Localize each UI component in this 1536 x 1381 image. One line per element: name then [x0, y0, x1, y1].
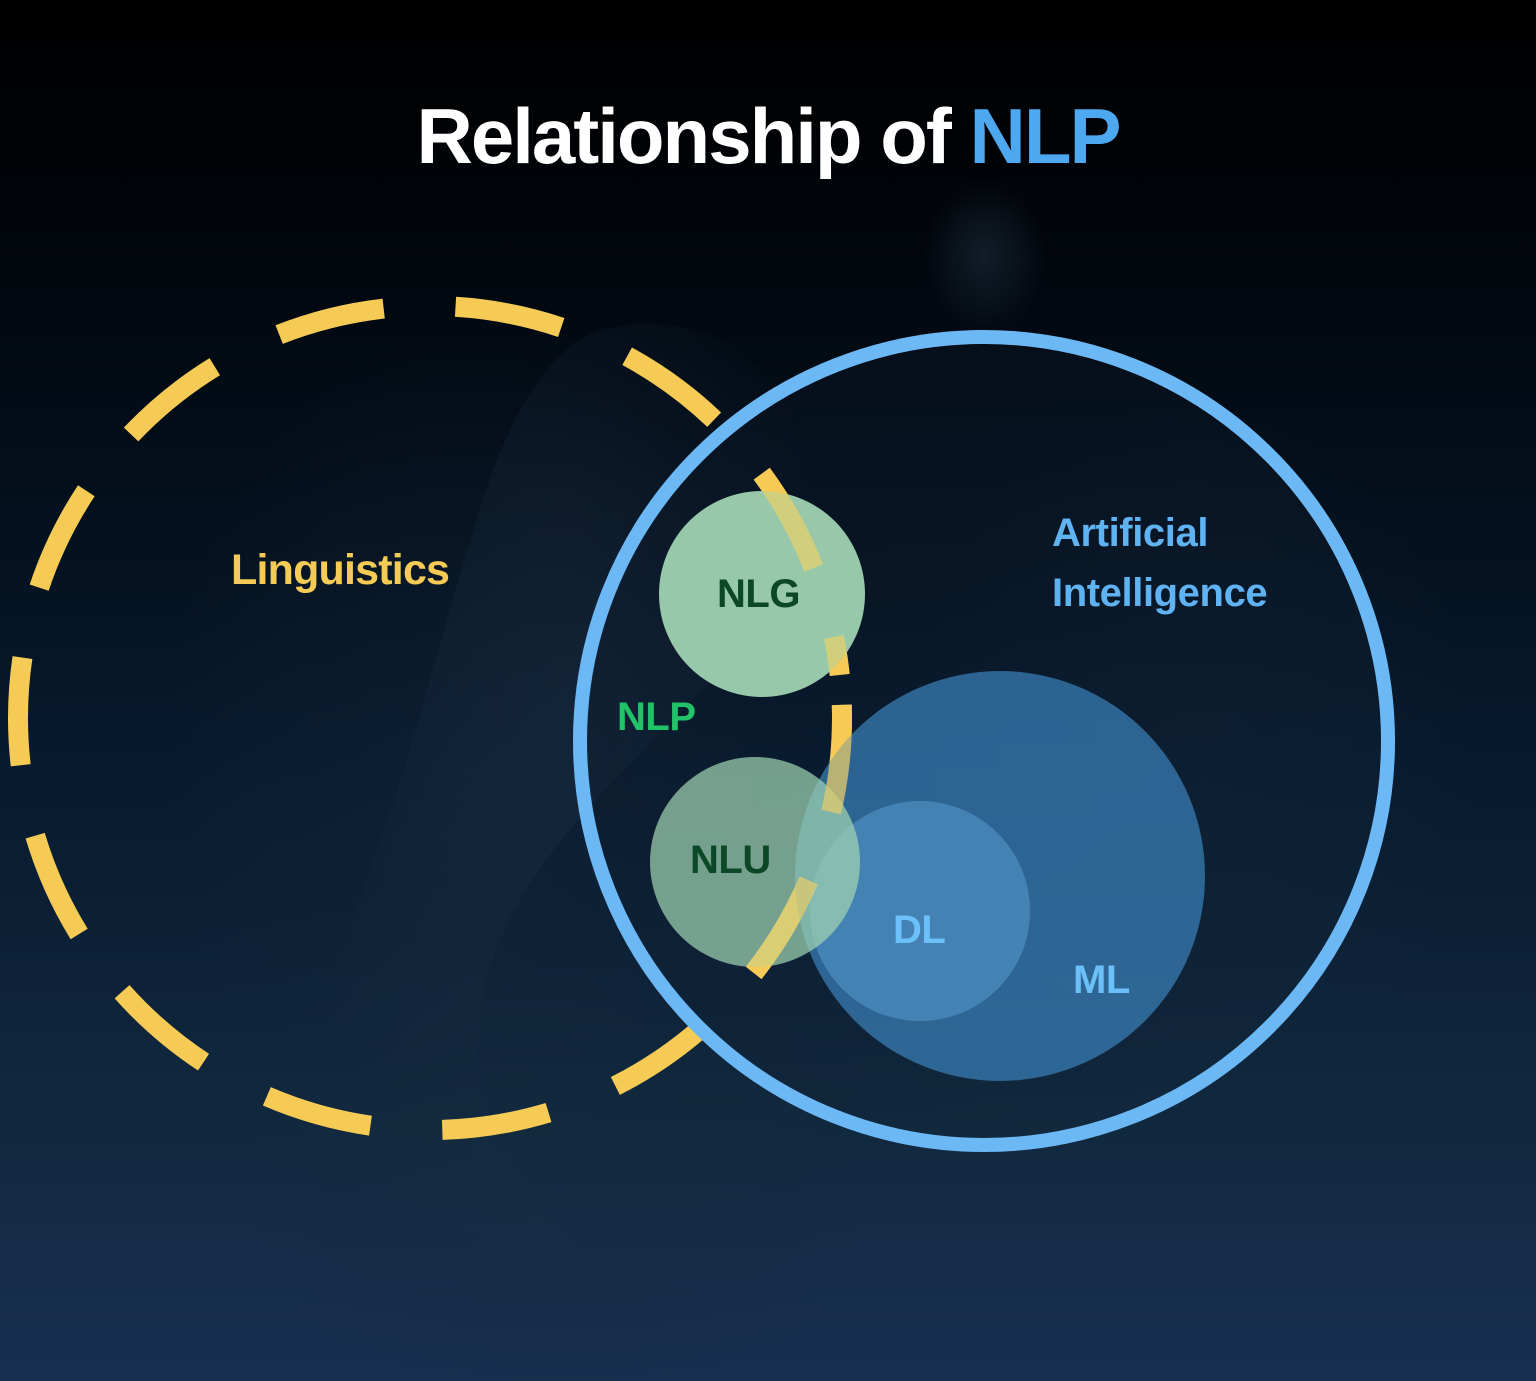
dl-label: DL	[893, 908, 946, 952]
background-ellipse-accent	[923, 177, 1047, 333]
ai-label-line1: Artificial	[1052, 511, 1209, 555]
nlu-circle[interactable]	[650, 757, 860, 967]
title-accent: NLP	[969, 92, 1122, 180]
background-glow-bottom	[240, 970, 880, 1381]
dl-circle[interactable]	[810, 801, 1030, 1021]
ai-label-line2: Intelligence	[1052, 571, 1268, 615]
linguistics-dashes-over-ai	[588, 345, 852, 1137]
artificial-intelligence-circle[interactable]	[573, 330, 1395, 1152]
page-title: Relationship of NLP	[0, 88, 1536, 184]
nlu-label: NLU	[690, 838, 771, 882]
ml-circle[interactable]	[795, 671, 1205, 1081]
nlp-label: NLP	[617, 695, 696, 739]
title-prefix: Relationship of	[416, 92, 970, 180]
nlg-label: NLG	[717, 572, 800, 616]
ml-label: ML	[1073, 958, 1130, 1002]
linguistics-label: Linguistics	[231, 546, 450, 594]
